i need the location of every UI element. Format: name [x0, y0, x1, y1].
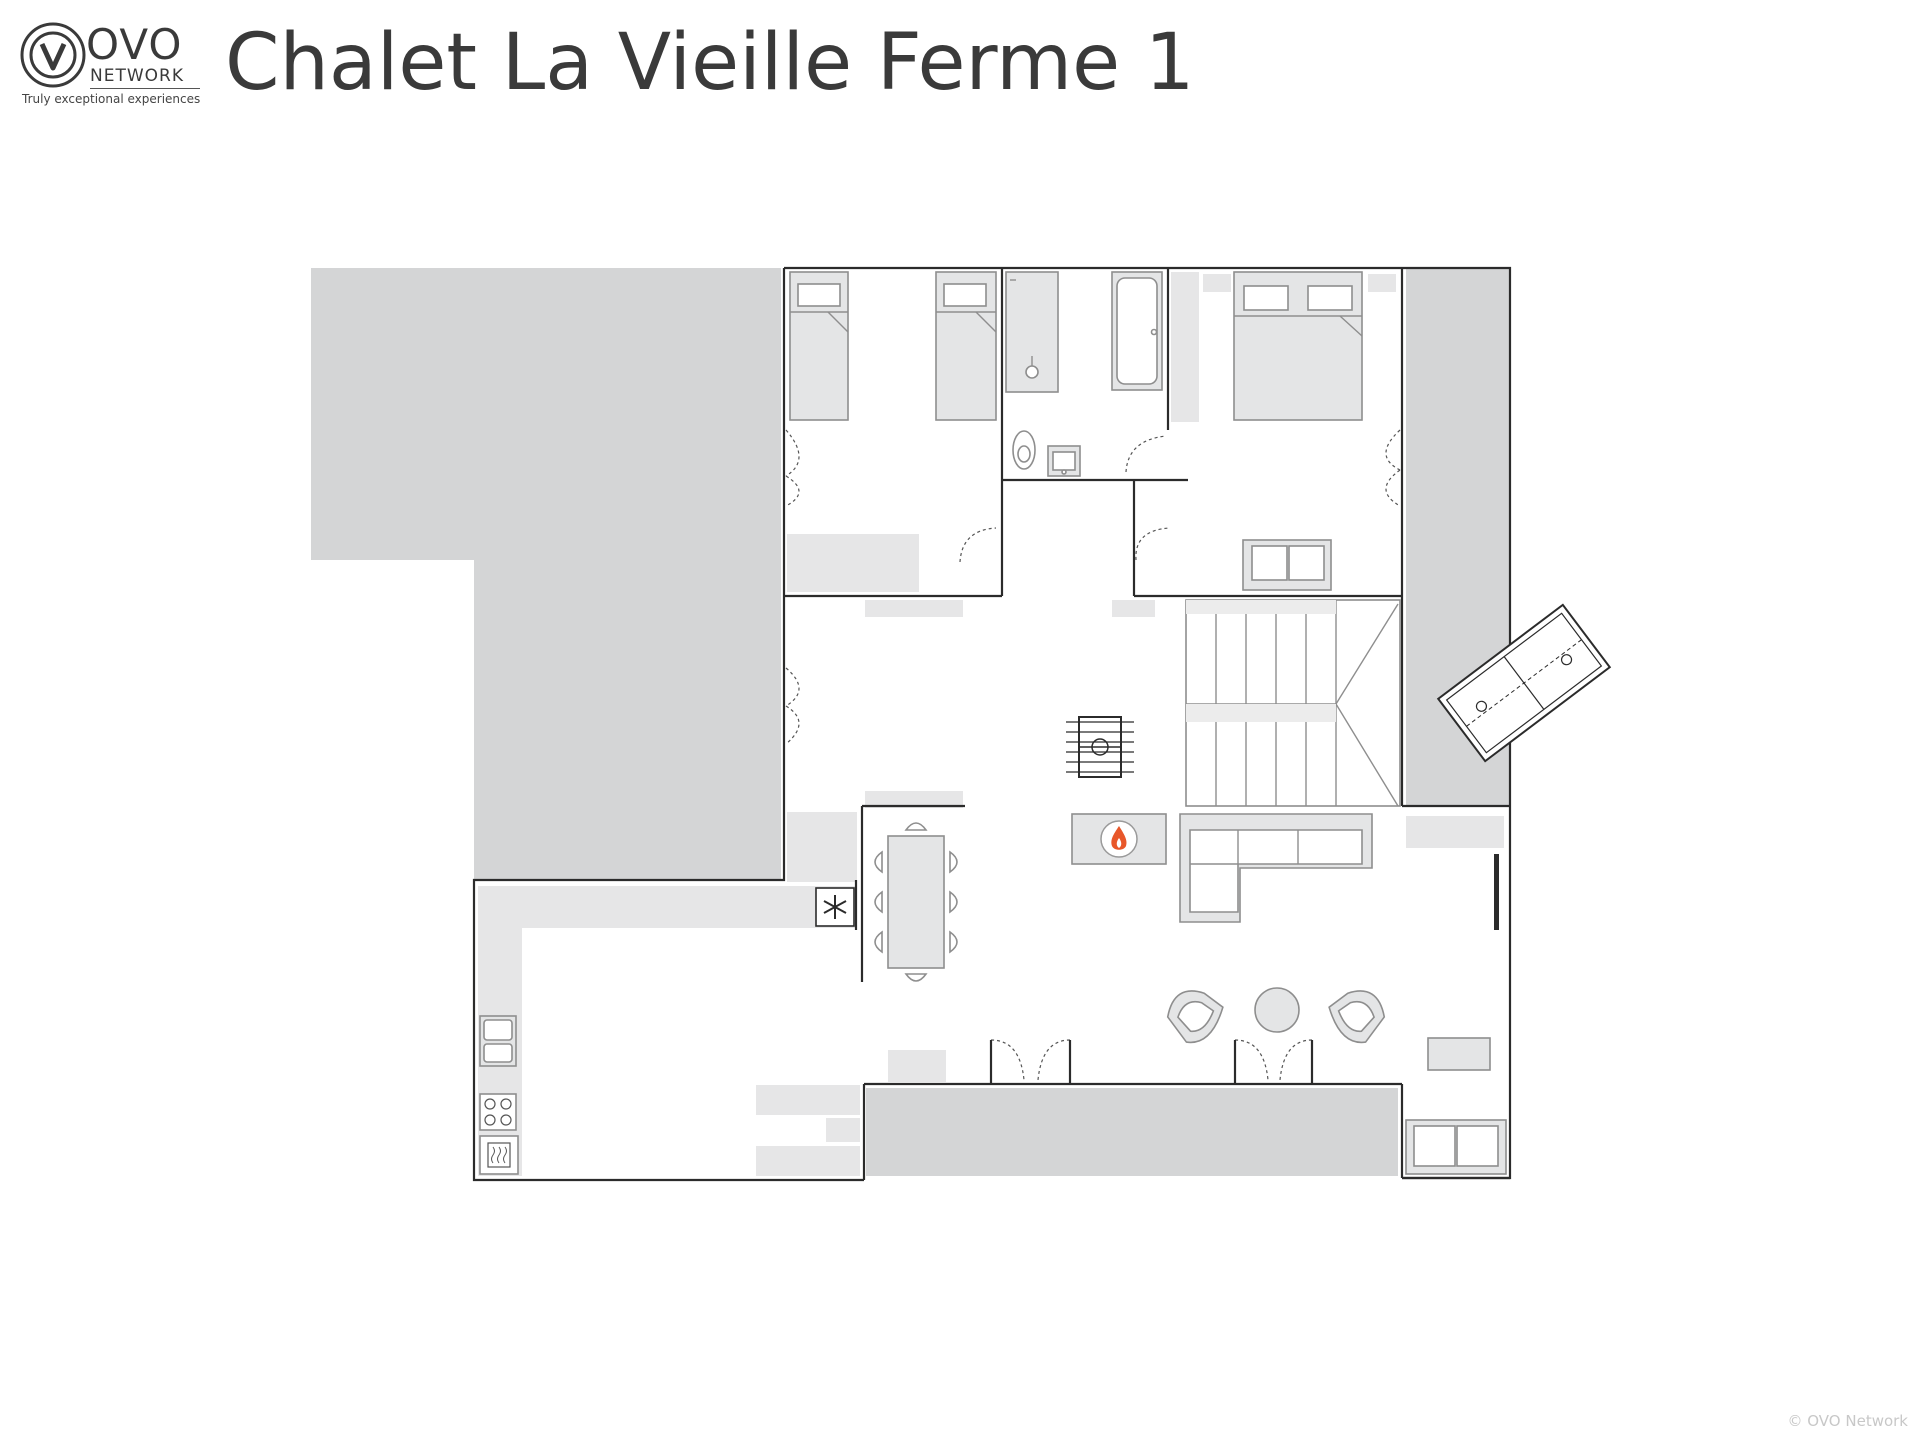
shelf-bottom-c	[826, 1118, 860, 1142]
shelf-right	[1406, 816, 1504, 848]
kitchen-counter	[478, 886, 856, 1176]
brand-logo: OVO NETWORK Truly exceptional experience…	[20, 20, 200, 110]
twin-bed-1	[789, 271, 849, 421]
twin-bed-2	[935, 271, 997, 421]
terrace-bottom	[866, 1088, 1398, 1176]
microwave	[479, 1135, 519, 1175]
shelf-bottom-b	[756, 1085, 860, 1115]
logo-tagline: Truly exceptional experiences	[22, 92, 201, 106]
v-circle-logo-icon	[20, 22, 86, 88]
shelf-c	[865, 791, 963, 808]
interior-walls	[784, 268, 1510, 982]
logo-rule	[90, 88, 200, 89]
sofa-bottom-right	[1405, 1119, 1507, 1175]
armchair-right	[1328, 990, 1386, 1044]
round-coffee-table	[1254, 987, 1300, 1033]
shelf-a	[865, 600, 963, 617]
ping-pong-table-icon	[1436, 603, 1612, 763]
tv	[1494, 854, 1499, 930]
copyright-text: © OVO Network	[1787, 1412, 1908, 1430]
shelf-bottom-d	[756, 1146, 860, 1176]
bedside-b	[1368, 274, 1396, 292]
shelf-bottom-a	[888, 1050, 946, 1082]
wardrobe-bedroom1	[787, 534, 919, 592]
dining-table	[874, 822, 958, 982]
l-shaped-sofa	[1179, 813, 1373, 923]
shelf-b	[1112, 600, 1155, 617]
bedside-a	[1203, 274, 1231, 292]
football-table-icon	[1066, 716, 1134, 778]
bathroom	[1005, 271, 1163, 477]
page-title: Chalet La Vieille Ferme 1	[225, 18, 1195, 108]
snowflake-icon	[815, 887, 855, 927]
armchair-left	[1166, 990, 1224, 1044]
kitchen-sink	[479, 1015, 517, 1067]
storage-hall	[787, 812, 857, 882]
staircase	[1185, 599, 1401, 807]
double-bed	[1233, 271, 1363, 421]
logo-brand-text: OVO	[86, 20, 183, 69]
side-table	[1427, 1037, 1491, 1071]
fireplace-icon	[1071, 813, 1167, 865]
terrace-left	[311, 268, 781, 880]
logo-sub-text: NETWORK	[90, 66, 184, 86]
doors	[785, 429, 1401, 1084]
small-sofa	[1242, 539, 1332, 591]
wardrobe-bedroom2	[1171, 272, 1199, 422]
hob	[479, 1093, 517, 1131]
